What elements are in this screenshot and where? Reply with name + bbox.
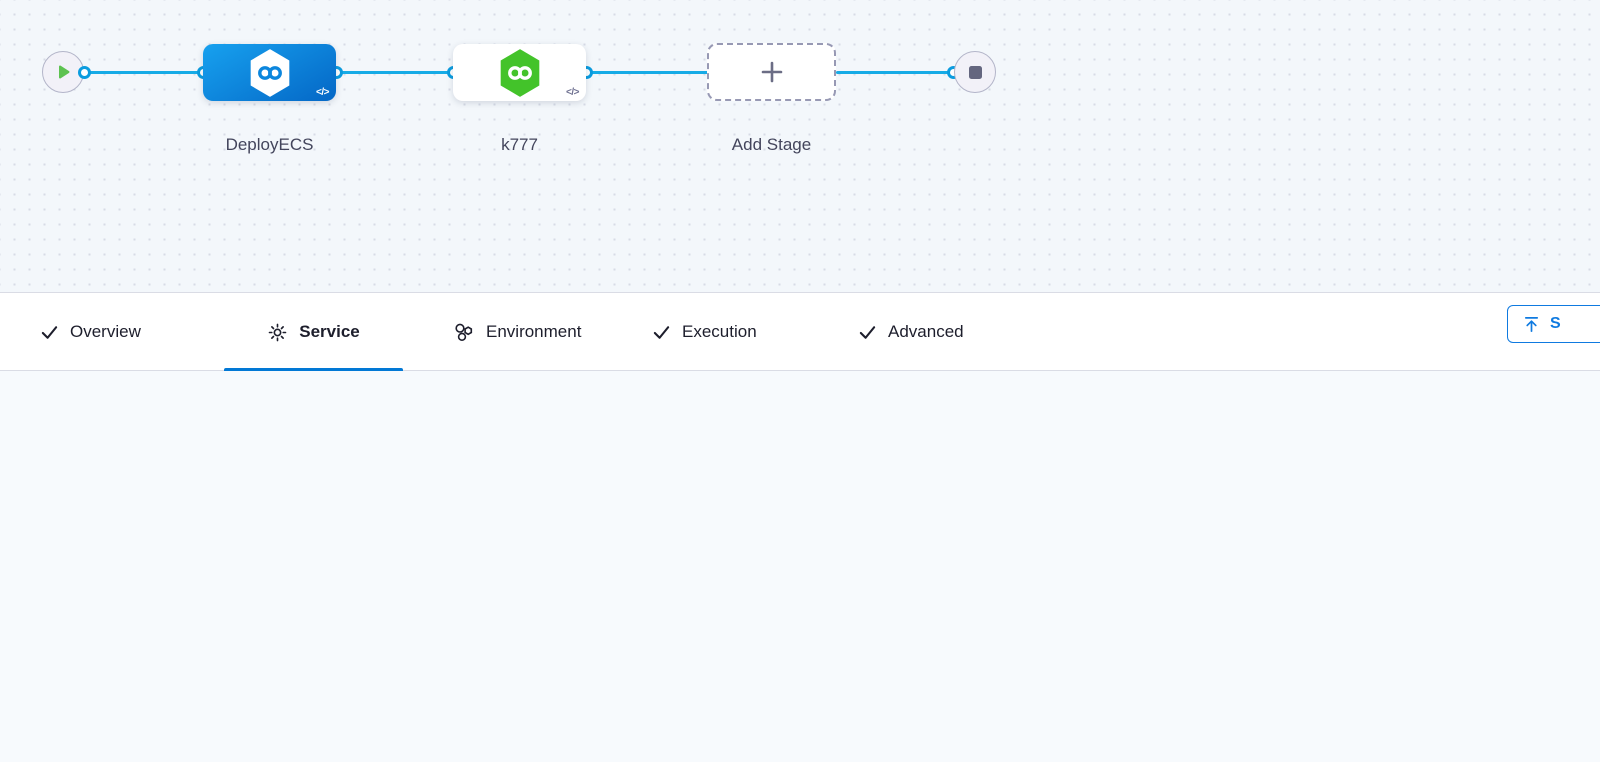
save-button[interactable]: S [1507, 305, 1600, 343]
stage-tabbar: Overview Service Environment Execution [0, 292, 1600, 371]
connector-dot [77, 65, 91, 79]
tab-service[interactable]: Service [224, 293, 403, 371]
save-button-label: S [1550, 315, 1561, 332]
gear-icon [267, 322, 288, 343]
pipeline-connector-line [836, 70, 953, 74]
check-icon [40, 323, 59, 342]
tab-label: Environment [486, 322, 582, 341]
harness-logo-icon [247, 48, 293, 98]
stage-label-k777: k777 [501, 135, 538, 154]
play-icon [53, 62, 73, 82]
pipeline-connector-line [586, 70, 710, 74]
tab-label: Service [299, 322, 360, 341]
stage-label-add-stage: Add Stage [731, 135, 812, 154]
service-tab-panel: Select Services PROJECT 1 Add Service De… [0, 371, 1600, 762]
pipeline-canvas: </> </> DeployECS k777 Add Stage [0, 0, 1600, 292]
tab-label: Advanced [888, 322, 964, 341]
add-stage-node[interactable] [707, 43, 836, 101]
stage-node-deployecs[interactable]: </> [203, 44, 336, 101]
harness-logo-icon [497, 48, 543, 98]
stage-label-deployecs: DeployECS [225, 135, 314, 154]
pipeline-connector-line [84, 70, 203, 74]
stage-node-k777[interactable]: </> [453, 44, 586, 101]
yaml-code-icon[interactable]: </> [566, 87, 579, 98]
tab-overview[interactable]: Overview [40, 293, 141, 371]
yaml-code-icon[interactable]: </> [316, 87, 329, 98]
stop-icon [968, 65, 982, 79]
tab-label: Overview [70, 322, 141, 341]
tab-advanced[interactable]: Advanced [858, 293, 964, 371]
plus-icon [757, 57, 787, 87]
upload-icon [1522, 315, 1541, 334]
pipeline-connector-line [336, 70, 453, 74]
pipeline-end-node[interactable] [954, 51, 996, 93]
pipeline-start-node[interactable] [42, 51, 84, 93]
check-icon [652, 323, 671, 342]
tab-environment[interactable]: Environment [452, 293, 581, 371]
tab-label: Execution [682, 322, 757, 341]
environment-icon [452, 321, 475, 344]
tab-execution[interactable]: Execution [652, 293, 757, 371]
check-icon [858, 323, 877, 342]
active-tab-underline [224, 368, 403, 371]
